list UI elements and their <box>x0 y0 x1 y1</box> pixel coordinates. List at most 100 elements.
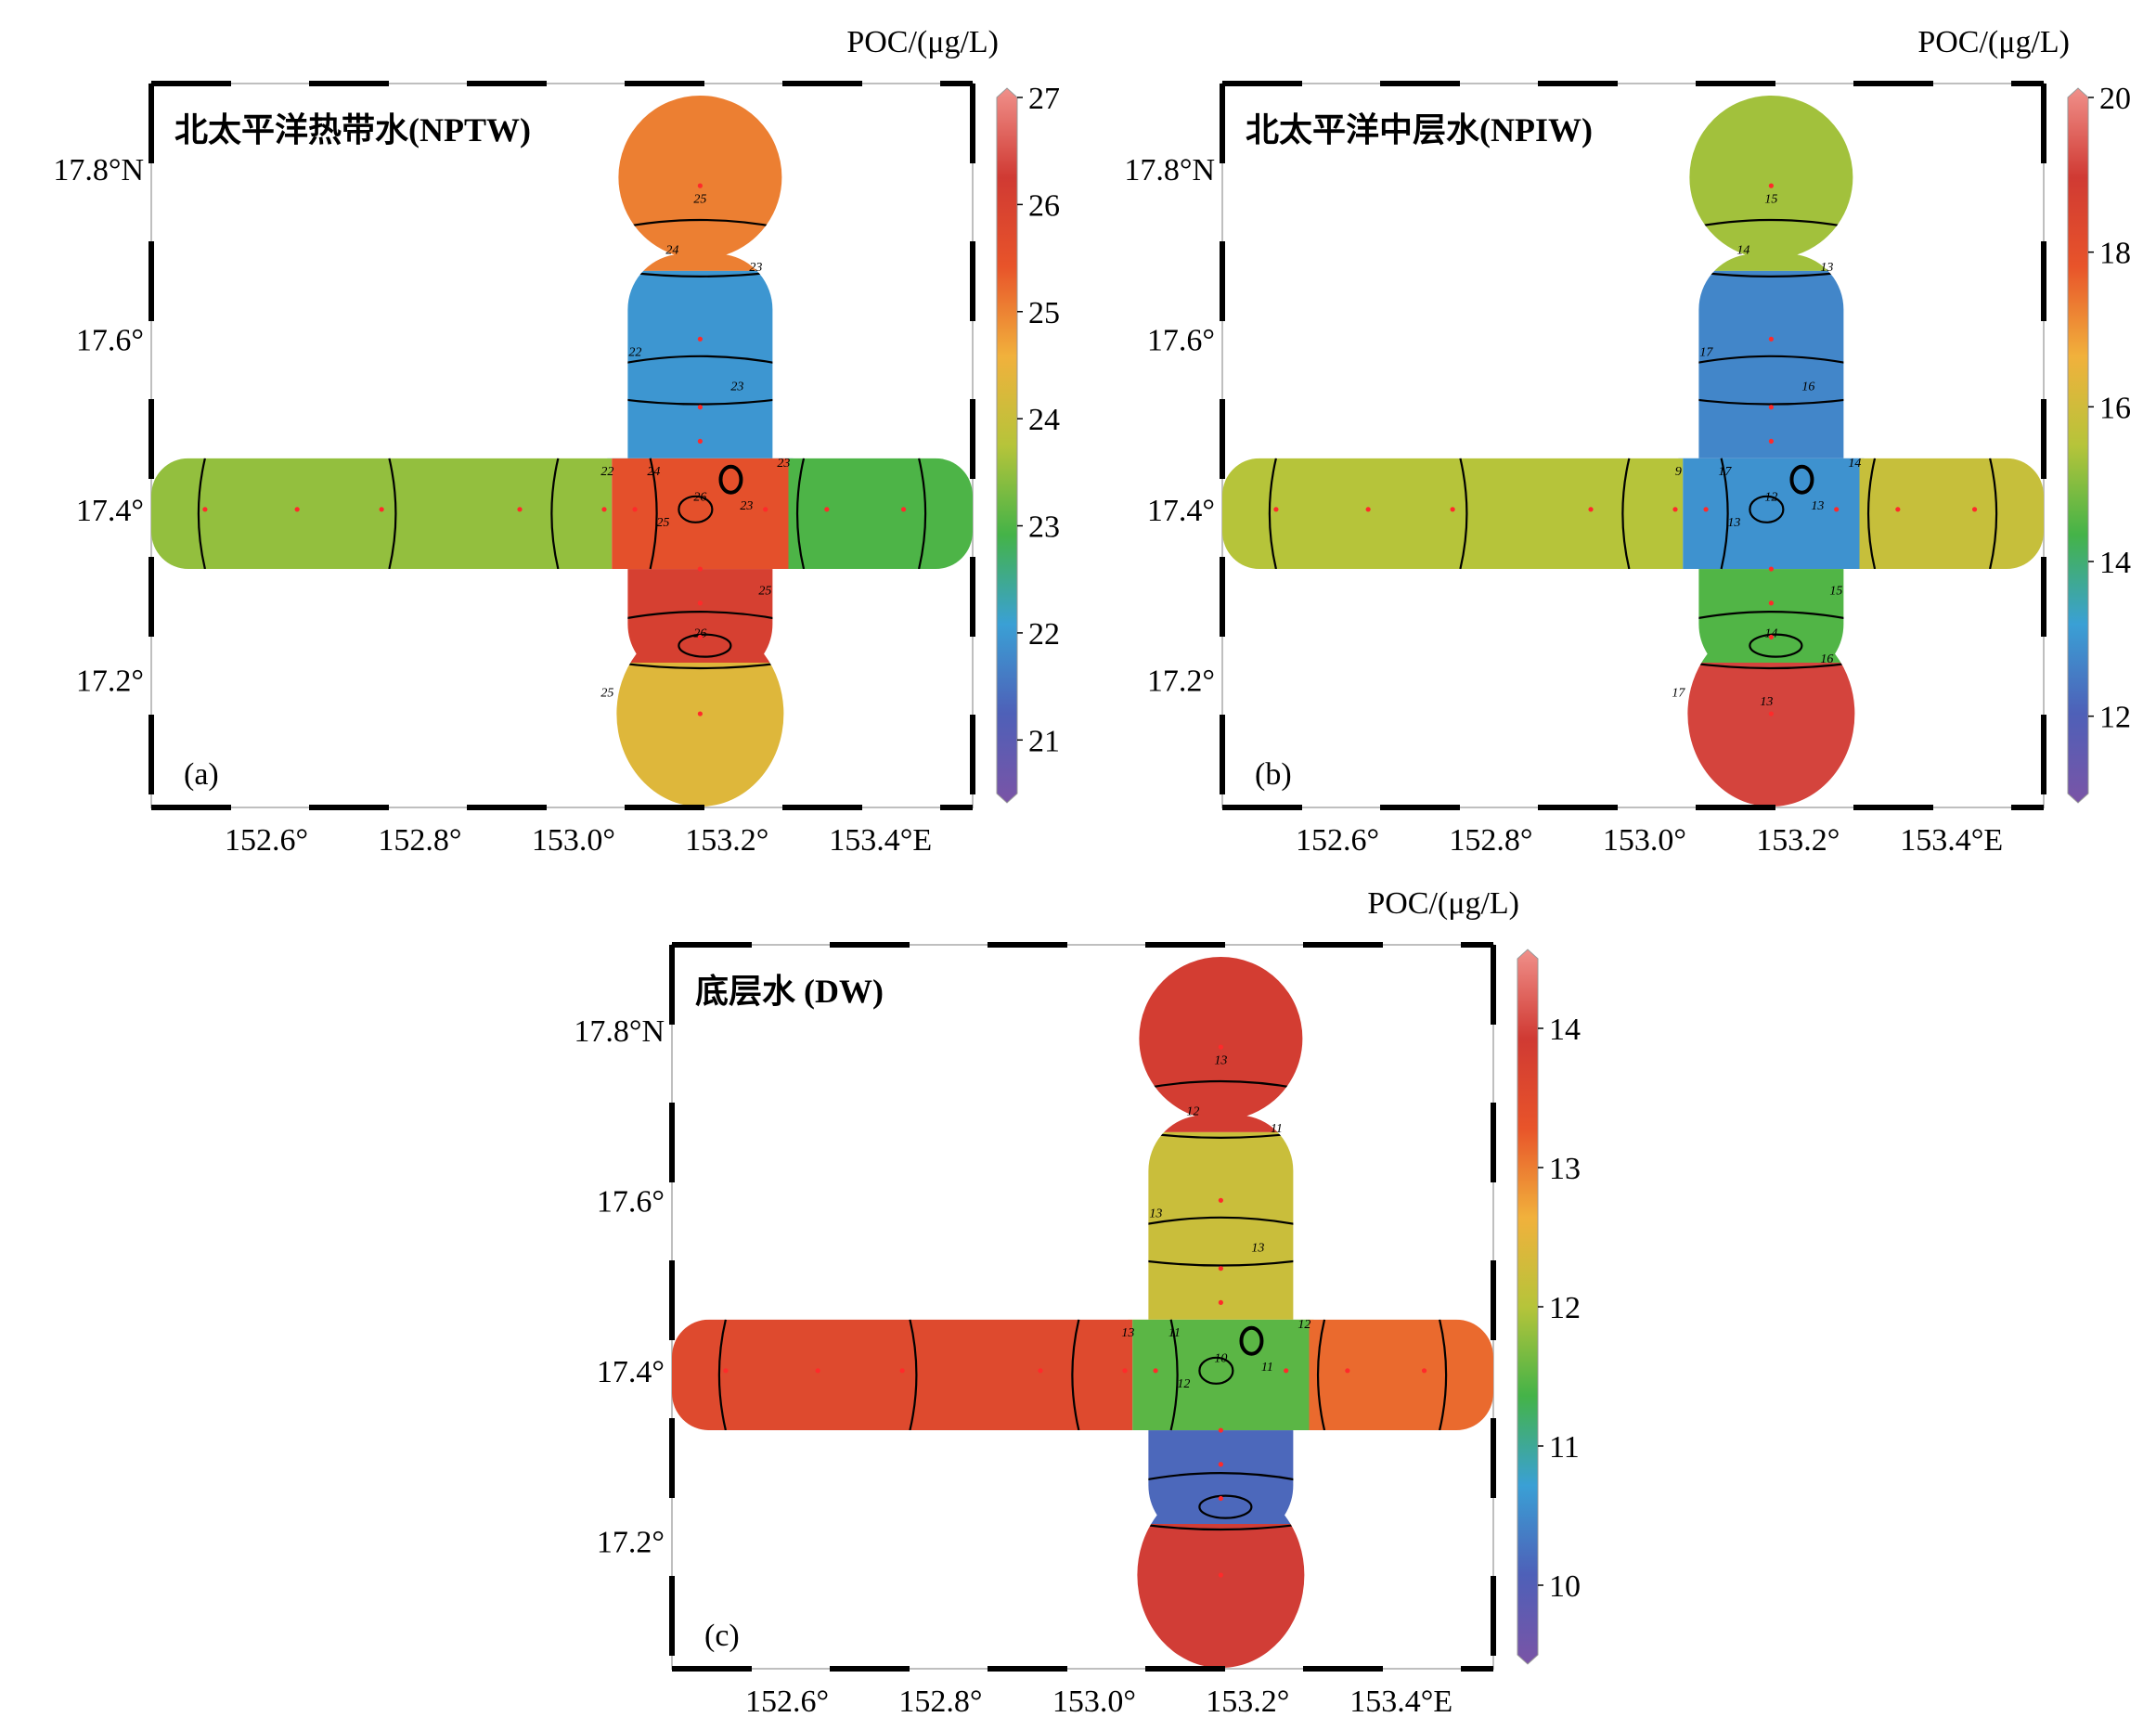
seamount-marker <box>718 464 743 495</box>
contour-line <box>1268 458 1277 570</box>
contour-label: 23 <box>730 380 743 394</box>
field-west <box>1222 458 1684 570</box>
stations <box>202 183 907 716</box>
contour-label: 17 <box>1672 687 1685 701</box>
contour-line <box>717 1319 727 1431</box>
contour-label: 16 <box>1801 380 1814 394</box>
contour-label: 13 <box>1121 1326 1134 1340</box>
lon-tick-label: 152.6° <box>225 823 308 858</box>
station-dot <box>697 600 703 606</box>
contour-line <box>616 218 784 230</box>
station-dot <box>899 1368 905 1374</box>
station-dot <box>1218 1427 1223 1433</box>
station-dot <box>1284 1368 1289 1374</box>
contour-label: 25 <box>600 687 613 701</box>
colorbar-title: POC/(μg/L) <box>1367 886 1519 921</box>
colorbar-tick-label: 13 <box>1549 1152 1581 1186</box>
contour-label: 25 <box>758 585 771 599</box>
station-dot <box>1421 1368 1427 1374</box>
lat-tick-label: 17.4° <box>597 1355 665 1389</box>
lat-tick-label: 17.6° <box>76 323 144 357</box>
field-east <box>1859 458 2044 570</box>
contour-label: 13 <box>1251 1241 1264 1255</box>
station-dot <box>697 405 703 410</box>
station-dot <box>1450 507 1455 512</box>
contour-label: 12 <box>1764 491 1777 505</box>
lat-tick-label: 17.6° <box>597 1184 665 1219</box>
station-dot <box>1345 1368 1350 1374</box>
station-dot <box>1218 1299 1223 1306</box>
contour-line <box>909 1319 918 1431</box>
contour-line <box>1439 1319 1448 1431</box>
contour-loop <box>678 633 732 658</box>
station-dot <box>1768 183 1774 188</box>
contour-line <box>1989 458 1998 570</box>
colorbar-tick-label: 27 <box>1028 82 1060 116</box>
contour-line <box>1137 1216 1305 1227</box>
contour-line <box>1459 458 1468 570</box>
contour-label: 13 <box>1149 1207 1162 1221</box>
field-upper <box>1128 1131 1314 1320</box>
contour-label: 26 <box>693 626 706 640</box>
contour-label: 23 <box>740 499 753 513</box>
contour-label: 12 <box>1186 1105 1199 1119</box>
station-dot <box>1218 1044 1223 1050</box>
lat-tick-label: 17.2° <box>597 1525 665 1559</box>
contour-label: 17 <box>1699 346 1713 360</box>
station-dot <box>697 634 703 640</box>
contour-label: 13 <box>1811 499 1824 513</box>
contour-loop <box>1749 633 1803 658</box>
panel-label: (b) <box>1255 757 1292 792</box>
contour-line <box>197 458 206 570</box>
contour-line <box>1316 1319 1326 1431</box>
axis-dashes <box>1220 81 2046 810</box>
axis-dashes <box>148 81 975 810</box>
field-west <box>151 458 613 570</box>
station-dot <box>1971 507 1978 512</box>
contour-label: 23 <box>749 261 762 275</box>
map-frame <box>150 83 974 808</box>
contour-label: 13 <box>1214 1053 1227 1067</box>
contour-line <box>616 355 784 366</box>
contour-line <box>388 458 397 570</box>
station-dot <box>517 507 523 512</box>
station-dot <box>824 507 830 512</box>
station-dot <box>900 507 907 512</box>
station-dot <box>723 1368 729 1374</box>
lon-tick-label: 153.2° <box>685 823 768 858</box>
station-dot <box>1768 634 1774 640</box>
station-dot <box>632 507 638 512</box>
colorbar-tick-label: 21 <box>1028 724 1060 758</box>
lat-tick-label: 17.6° <box>1147 323 1215 357</box>
contour-label: 24 <box>665 244 678 258</box>
contour-label: 25 <box>656 516 669 530</box>
lon-tick-label: 152.6° <box>745 1685 829 1717</box>
stations <box>1273 183 1978 716</box>
stations <box>723 1044 1427 1578</box>
map-frame <box>1221 83 2045 808</box>
field-center <box>612 458 789 570</box>
contour-label: 25 <box>693 192 706 206</box>
colorbar-tick-label: 12 <box>2099 701 2131 735</box>
contour-line <box>1866 458 1877 570</box>
contour-line <box>1071 1319 1080 1431</box>
contour-label: 11 <box>1271 1122 1283 1136</box>
colorbar-title: POC/(μg/L) <box>1917 25 2070 59</box>
lon-tick-label: 153.0° <box>1052 1685 1136 1717</box>
contour-line <box>1137 1259 1305 1267</box>
station-dot <box>1768 336 1774 342</box>
contour-line <box>1687 611 1855 622</box>
station-dot <box>1218 1266 1223 1272</box>
contour-label: 10 <box>1214 1352 1227 1366</box>
contour-line <box>616 661 784 670</box>
station-dot <box>1588 507 1594 512</box>
lon-tick-label: 153.4°E <box>1900 823 2003 858</box>
station-dot <box>697 566 703 572</box>
station-dot <box>1273 507 1279 512</box>
contour-loop <box>1198 1494 1253 1519</box>
contour-label: 13 <box>1760 695 1773 709</box>
station-dot <box>1768 438 1774 445</box>
